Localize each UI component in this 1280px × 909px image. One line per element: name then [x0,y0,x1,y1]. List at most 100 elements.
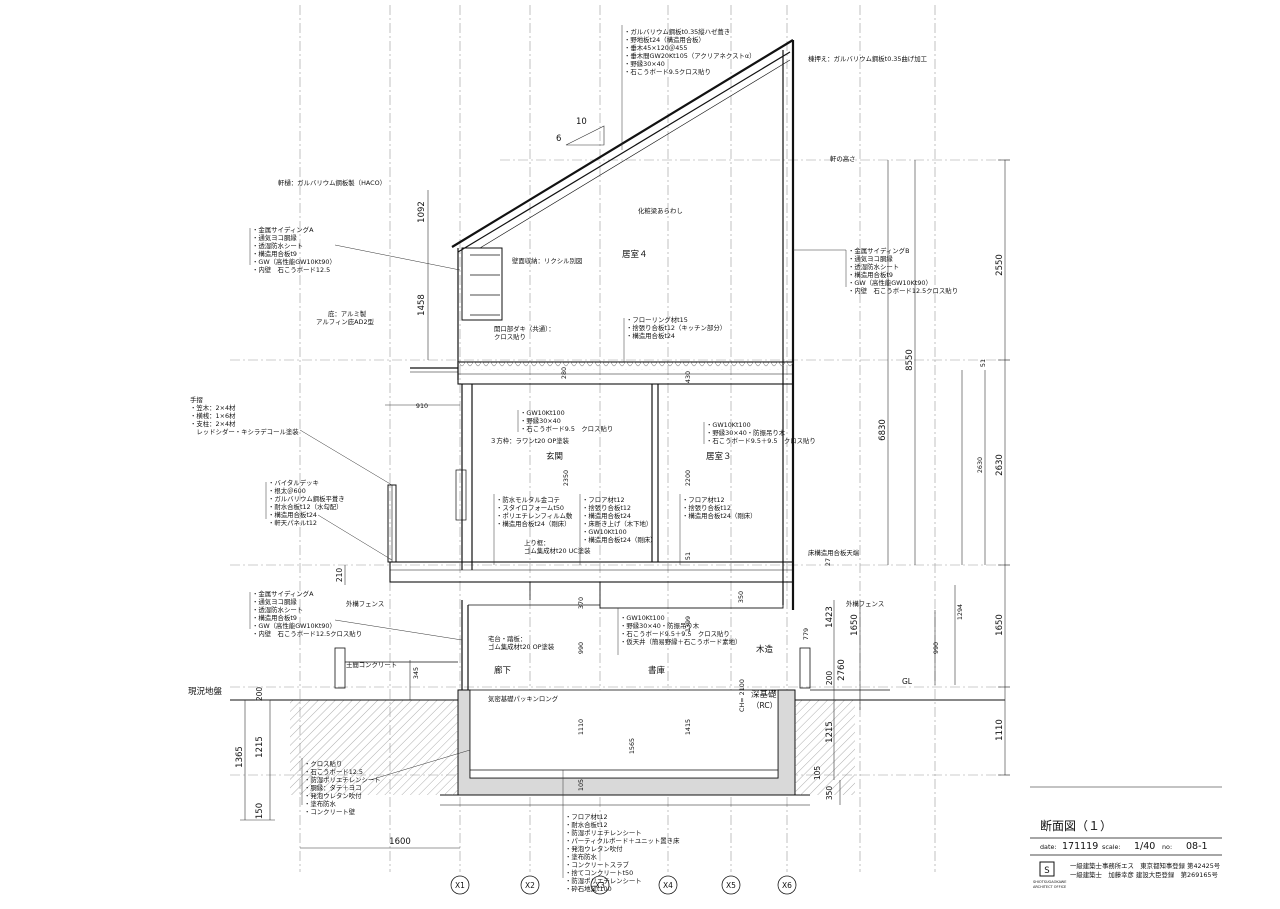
spec-siding-b: ・金属サイディングB ・通気ヨコ胴縁 ・透湿防水シート ・構造用合板t9 ・GW… [793,246,958,295]
svg-text:280: 280 [560,367,568,379]
svg-text:・GW（高性能GW10Kt90）: ・GW（高性能GW10Kt90） [848,278,932,287]
grid-label-x3: X3 [595,881,605,890]
svg-text:1415: 1415 [684,719,692,735]
svg-text:51: 51 [684,552,692,560]
svg-text:105: 105 [577,779,585,791]
frame-paint-label: ３方枠：ラワンt20 OP塗装 [490,436,570,445]
grid-bubble-x3: X3 [590,875,610,895]
svg-text:51: 51 [979,359,987,367]
svg-text:8550: 8550 [905,349,915,371]
svg-text:・ポリエチレンフィルム敷: ・ポリエチレンフィルム敷 [496,511,573,520]
svg-text:・金属サイディングB: ・金属サイディングB [848,246,909,255]
svg-text:1365: 1365 [235,746,245,768]
eave-height-label: 軒の高さ [830,154,856,163]
spec-basement-floor: ・フロア材t12 ・耐水合板t12 ・防湿ポリエチレンシート ・パーティクルボー… [562,770,680,893]
svg-text:・ガルバリウム鋼板t0.35縦ハゼ葺き: ・ガルバリウム鋼板t0.35縦ハゼ葺き [624,27,730,36]
svg-text:・防湿ポリエチレンシート: ・防湿ポリエチレンシート [565,876,642,885]
svg-text:・野地板t24（構造用合板）: ・野地板t24（構造用合板） [624,35,705,44]
svg-text:1650: 1650 [850,614,860,636]
svg-text:・防湿ポリエチレンシート: ・防湿ポリエチレンシート [565,828,642,837]
grid-bubble-x5: X5 [721,875,741,895]
svg-text:200: 200 [255,687,264,702]
svg-text:・床断き上げ（木下地）: ・床断き上げ（木下地） [582,519,652,528]
svg-text:・石こうボード9.5 クロス貼り: ・石こうボード9.5 クロス貼り [520,424,613,433]
svg-text:・GW10Kt100: ・GW10Kt100 [706,421,751,429]
svg-text:2630: 2630 [976,457,984,473]
svg-text:1110: 1110 [995,719,1005,741]
room-label-rc: （RC） [752,701,777,710]
grid-bubble-x1: X1 [450,875,470,895]
svg-text:・通気ヨコ胴縁: ・通気ヨコ胴縁 [252,597,297,606]
svg-text:27: 27 [824,558,832,566]
spec-ceiling-entrance: ・GW10Kt100 ・野縁30×40 ・石こうボード9.5 クロス貼り [517,409,613,433]
svg-text:・コンクリートスラブ: ・コンクリートスラブ [565,860,630,869]
svg-text:990: 990 [577,642,585,654]
svg-text:・構造用合板t24（剛床）: ・構造用合板t24（剛床） [682,511,757,520]
svg-text:・垂木間GW20Kt105（アクリアネクストα）: ・垂木間GW20Kt105（アクリアネクストα） [624,51,755,60]
room-label-room3: 居室３ [706,451,732,462]
grid-bubble-x4: X4 [658,875,678,895]
room-label-entrance: 玄関 [546,451,563,462]
spec-roof: ・ガルバリウム鋼板t0.35縦ハゼ葺き ・野地板t24（構造用合板） ・垂木45… [621,25,755,150]
ridge-flashing-label: 棟押え：ガルバリウム鋼板t0.35曲げ加工 [808,54,928,63]
svg-text:150: 150 [255,803,265,819]
grid-label-x1: X1 [455,881,465,890]
svg-text:ARCHITECT OFFICE: ARCHITECT OFFICE [1033,885,1066,889]
spec-ceiling-room3: ・GW10Kt100 ・野縁30×40・防振吊り木 ・石こうボード9.5＋9.5… [703,421,816,445]
wall-storage-label: 壁面収納：リクシル別図 [512,256,582,265]
roof-pitch-mark: 6 10 [556,117,605,146]
svg-text:1215: 1215 [825,721,835,743]
svg-text:200: 200 [825,671,834,686]
spec-basement-wall: ・クロス貼り ・石こうボード12.5 ・防湿ポリエチレンシート ・胴縁：タテ＋ヨ… [301,749,471,816]
svg-text:・根太＠600: ・根太＠600 [268,486,306,495]
floor-edge-label: 床構造用合板天端 [808,548,860,557]
svg-text:・軒天パネルt12: ・軒天パネルt12 [268,519,317,527]
svg-text:1458: 1458 [417,294,427,316]
svg-text:・捨張り合板t12: ・捨張り合板t12 [582,503,631,512]
svg-text:・野縁30×40・防振吊り木: ・野縁30×40・防振吊り木 [706,428,786,437]
svg-text:・支柱：2×4材: ・支柱：2×4材 [190,419,236,428]
svg-text:・フロア材t12: ・フロア材t12 [565,812,608,821]
svg-text:10: 10 [576,117,587,127]
svg-text:・通気ヨコ胴縁: ・通気ヨコ胴縁 [252,233,297,242]
svg-text:・GW10Kt100: ・GW10Kt100 [620,614,665,622]
svg-text:・笠木：2×4材: ・笠木：2×4材 [190,403,236,412]
svg-text:910: 910 [416,402,428,410]
svg-text:990: 990 [932,642,940,654]
svg-text:・垂木45×120＠455: ・垂木45×120＠455 [624,43,687,52]
room-labels: 居室４ 居室３ 玄関 廊下 書庫 木造 深基礎 （RC） [494,249,777,710]
eave-canopy-label-1: 庇：アルミ製 [328,309,367,318]
svg-text:・構造用合板t24: ・構造用合板t24 [268,510,317,519]
spec-deck: ・バイタルデッキ ・根太＠600 ・ガルバリウム鋼板平葺き ・耐水合板t12（水… [265,478,393,561]
spec-floor4: ・フローリング材t15 ・捨張り合板t12（キッチン部分） ・構造用合板t24 [623,315,726,362]
svg-text:・石こうボード9.5クロス貼り: ・石こうボード9.5クロス貼り [624,67,711,76]
svg-text:1650: 1650 [995,614,1005,636]
svg-text:・クロス貼り: ・クロス貼り [304,759,342,768]
svg-text:・捨張り合板t12（キッチン部分）: ・捨張り合板t12（キッチン部分） [626,323,726,332]
svg-text:350: 350 [737,591,745,603]
svg-text:・発泡ウレタン吹付: ・発泡ウレタン吹付 [565,844,623,853]
grid-label-x4: X4 [663,881,673,890]
svg-text:・透湿防水シート: ・透湿防水シート [252,241,303,250]
svg-text:・野縁30×40・防振吊り木: ・野縁30×40・防振吊り木 [620,621,700,630]
svg-text:・フロア材t12: ・フロア材t12 [582,495,625,504]
svg-text:・パーティクルボード＋ユニット置き床: ・パーティクルボード＋ユニット置き床 [565,836,680,845]
step-label-1: 上り框： [524,538,550,547]
svg-text:レッドシダー・キシラデコール塗装: レッドシダー・キシラデコール塗装 [190,427,299,436]
svg-text:一級建築士事務所エス 東京都知事登録 第42425号: 一級建築士事務所エス 東京都知事登録 第42425号 [1070,861,1220,870]
svg-text:・捨張り合板t12: ・捨張り合板t12 [682,503,731,512]
svg-text:・コンクリート壁: ・コンクリート壁 [304,807,356,816]
svg-text:date:: date: [1040,843,1057,851]
svg-text:・横桟：1×6材: ・横桟：1×6材 [190,411,236,420]
svg-text:210: 210 [335,568,344,583]
dimension-texts: 1092 1458 910 2550 8550 6830 2630 2630 1… [235,201,1005,847]
svg-text:no:: no: [1162,843,1172,851]
gutter-label: 軒樋：ガルバリウム鋼板製（HACO） [278,178,386,187]
svg-text:scale:: scale: [1102,843,1121,851]
drawing-title: 断面図（１） [1040,818,1112,833]
svg-text:・石こうボード9.5＋9.5 クロス貼り: ・石こうボード9.5＋9.5 クロス貼り [620,629,730,638]
svg-text:・GW10Kt100: ・GW10Kt100 [582,528,627,536]
grid-label-x6: X6 [782,881,792,890]
